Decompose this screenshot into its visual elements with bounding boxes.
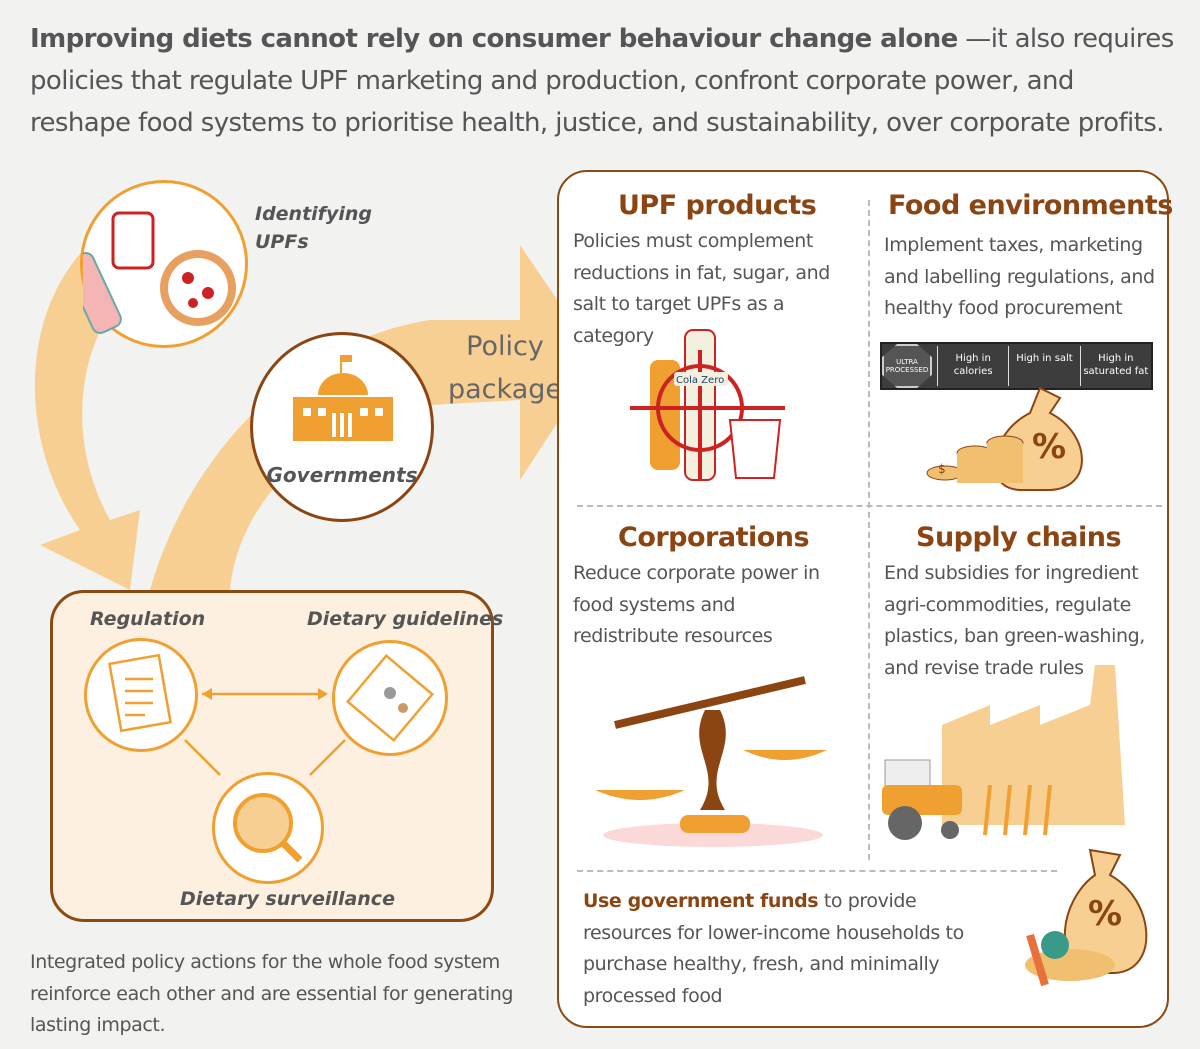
connecting-arrows [184,688,346,776]
governments-circle: Governments [250,332,434,522]
dietary-guidelines-circle [332,640,448,756]
funds-bold: Use government funds [583,890,819,912]
upf-products-text: Policies must complement reductions in f… [573,230,830,347]
funds-rest: to provide resources for lower-income ho… [583,890,964,1007]
divider-horizontal-1 [577,505,1162,507]
supply-chains-text: End subsidies for ingredient agri-commod… [884,562,1145,679]
svg-text:%: % [1088,894,1122,934]
dietary-surveillance-label: Dietary surveillance [180,888,395,910]
money-bag-coins-icon: % $ [926,386,1083,491]
supply-chains-title: Supply chains [916,522,1122,553]
corporations-text: Reduce corporate power in food systems a… [573,562,820,647]
divider-horizontal-2 [577,870,1057,872]
svg-text:%: % [1032,427,1066,467]
money-bag-vegetables-icon: % [1025,848,1148,987]
corporations-title: Corporations [618,522,810,553]
food-environments-title: Food environments [888,190,1173,221]
funds-text: Use government funds to provide resource… [583,886,983,1012]
target-products-icon: Cola Zero [630,329,785,481]
intro-bold: Improving diets cannot rely on consumer … [30,24,958,54]
upf-foods-icon [64,211,236,334]
label-saturated-fat: High in saturated fat [1079,346,1151,386]
regulation-circle [84,638,198,752]
label-calories: High in calories [937,346,1008,386]
factory-farm-icon [882,665,1125,840]
identifying-upfs-label: Identifying UPFs [255,203,372,253]
upf-illustration [64,180,248,348]
dietary-surveillance-circle [212,772,324,884]
document-checklist-icon [108,653,172,733]
regulation-label: Regulation [90,608,206,630]
upf-products-title: UPF products [618,190,817,221]
caption: Integrated policy actions for the whole … [30,951,513,1036]
magnifier-factory-icon [233,793,303,863]
divider-vertical [868,200,870,860]
food-environments-text: Implement taxes, marketing and labelling… [884,234,1155,319]
food-guide-icon [345,653,435,743]
policy-package-label: Policy package [448,331,562,405]
policy-panel [557,170,1169,1028]
bottle-label-text: Cola Zero [676,375,724,386]
intro-rest: —it also requires policies that regulate… [30,24,1174,138]
dietary-guidelines-label: Dietary guidelines [307,608,504,630]
balance-scale-icon [595,676,827,847]
government-building-icon [293,355,393,441]
ultra-processed-badge: ULTRA PROCESSED [882,344,932,388]
svg-text:$: $ [938,462,946,476]
intro-text: Improving diets cannot rely on consumer … [30,18,1180,144]
label-salt: High in salt [1008,346,1079,386]
governments-label: Governments [266,463,418,487]
